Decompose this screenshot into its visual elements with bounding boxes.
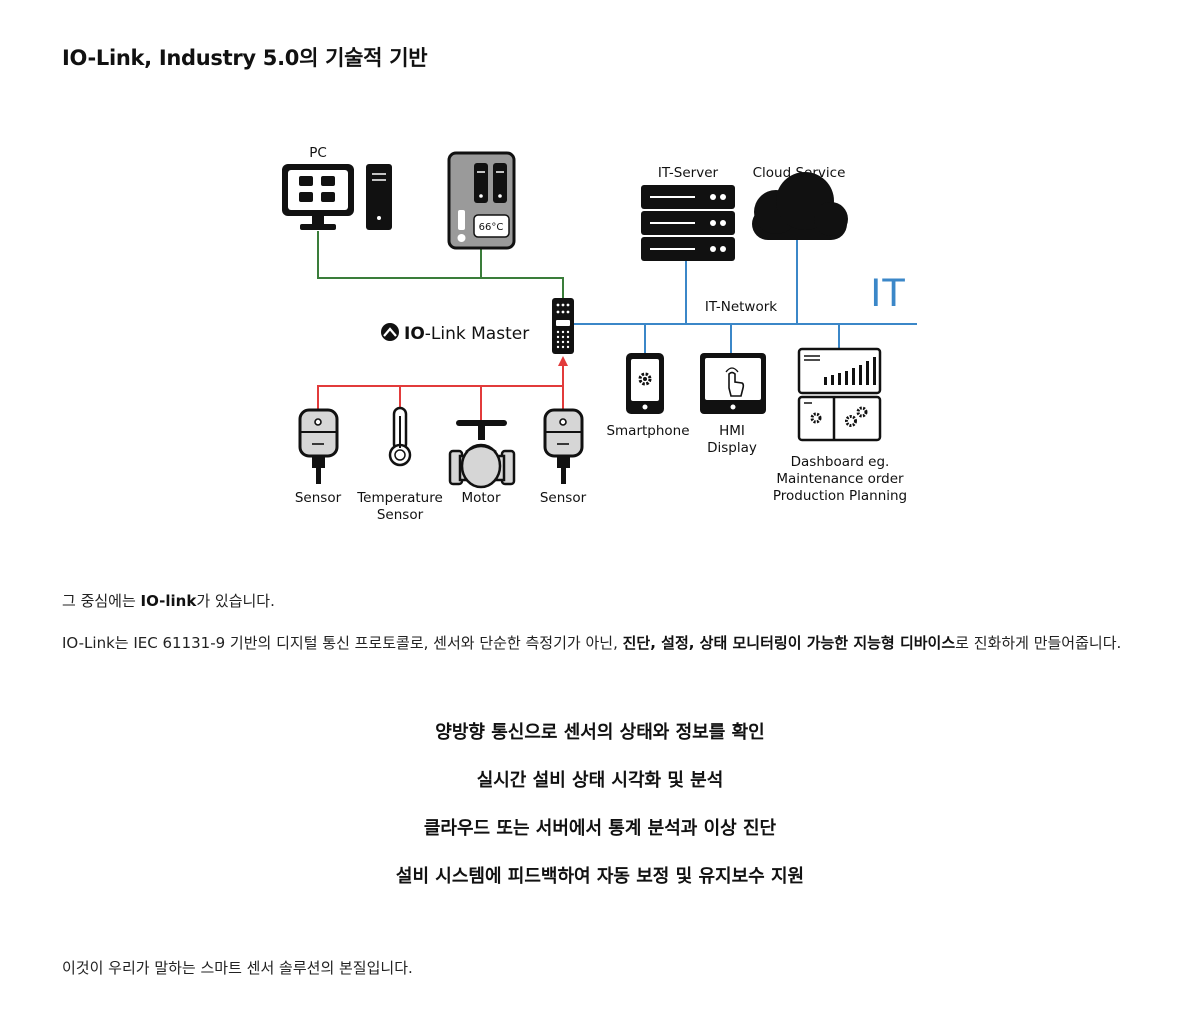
pc-connection-line [317,231,564,300]
sensor-icon [543,408,584,484]
hmi-display-icon [700,353,766,414]
sensor2-label: Sensor [540,490,587,506]
intro-bold: IO-link [140,592,197,610]
intro-pre: 그 중심에는 [62,592,141,610]
intro-paragraph: 그 중심에는 IO-link가 있습니다. [62,590,275,611]
io-link-master-label-bold: IO [404,324,425,344]
closing-paragraph: 이것이 우리가 말하는 스마트 센서 솔루션의 본질입니다. [62,959,413,977]
io-link-master-label-rest: -Link Master [425,324,529,344]
cloud-service-label: Cloud Service [753,165,846,181]
pc-monitor-icon [282,164,354,230]
feature-item: 양방향 통신으로 센서의 상태와 정보를 확인 [435,722,765,743]
sensor-icon [298,408,339,484]
io-link-master-label: IO-Link Master [404,324,529,344]
it-server-label: IT-Server [658,165,719,181]
intro-post: 가 있습니다. [196,592,275,610]
uplink-arrowhead [558,356,568,366]
description-pre: IO-Link는 IEC 61131-9 기반의 디지털 통신 프로토콜로, 센… [62,634,623,652]
feature-item: 클라우드 또는 서버에서 통계 분석과 이상 진단 [423,818,777,839]
page-title: IO-Link, Industry 5.0의 기술적 기반 [62,46,428,70]
cloud-icon [752,172,848,240]
smartphone-label: Smartphone [606,423,689,439]
feature-item: 실시간 설비 상태 시각화 및 분석 [476,770,724,791]
pc-tower-icon [366,164,392,230]
temp-sensor-label-line2: Sensor [377,507,424,523]
smartphone-icon [626,353,664,414]
io-link-master-icon [552,298,574,354]
hmi-label-line2: Display [707,440,757,456]
ot-network-lines [317,231,564,300]
hmi-label-line1: HMI [719,423,745,439]
feature-item: 설비 시스템에 피드백하여 자동 보정 및 유지보수 지원 [395,866,805,887]
dashboard-label-line3: Production Planning [773,488,907,504]
description-paragraph: IO-Link는 IEC 61131-9 기반의 디지털 통신 프로토콜로, 센… [62,632,1142,654]
it-network-label: IT-Network [705,299,777,315]
motor-valve-icon [448,420,516,489]
device-bus-line [317,385,563,410]
io-link-logo-icon [381,323,399,341]
motor-label: Motor [461,490,500,506]
it-network-lines [574,238,917,354]
it-zone-label: IT [870,271,906,315]
thermometer-icon [388,406,412,467]
description-bold: 진단, 설정, 상태 모니터링이 가능한 지능형 디바이스 [622,634,956,652]
temperature-readout: 66°C [479,222,504,233]
pc-label: PC [309,145,327,161]
dashboard-icon [797,347,882,442]
server-rack-icon [641,185,735,261]
device-lines [317,362,564,422]
description-post: 로 진화하게 만들어줍니다. [955,634,1122,652]
control-cabinet-icon [447,151,516,250]
sensor1-label: Sensor [295,490,342,506]
io-link-architecture-diagram: PC 66°C IT-Server Cloud Service IT IT-Ne… [282,145,917,523]
dashboard-label-line1: Dashboard eg. [791,454,890,470]
dashboard-label-line2: Maintenance order [776,471,904,487]
temp-sensor-label-line1: Temperature [356,490,443,506]
